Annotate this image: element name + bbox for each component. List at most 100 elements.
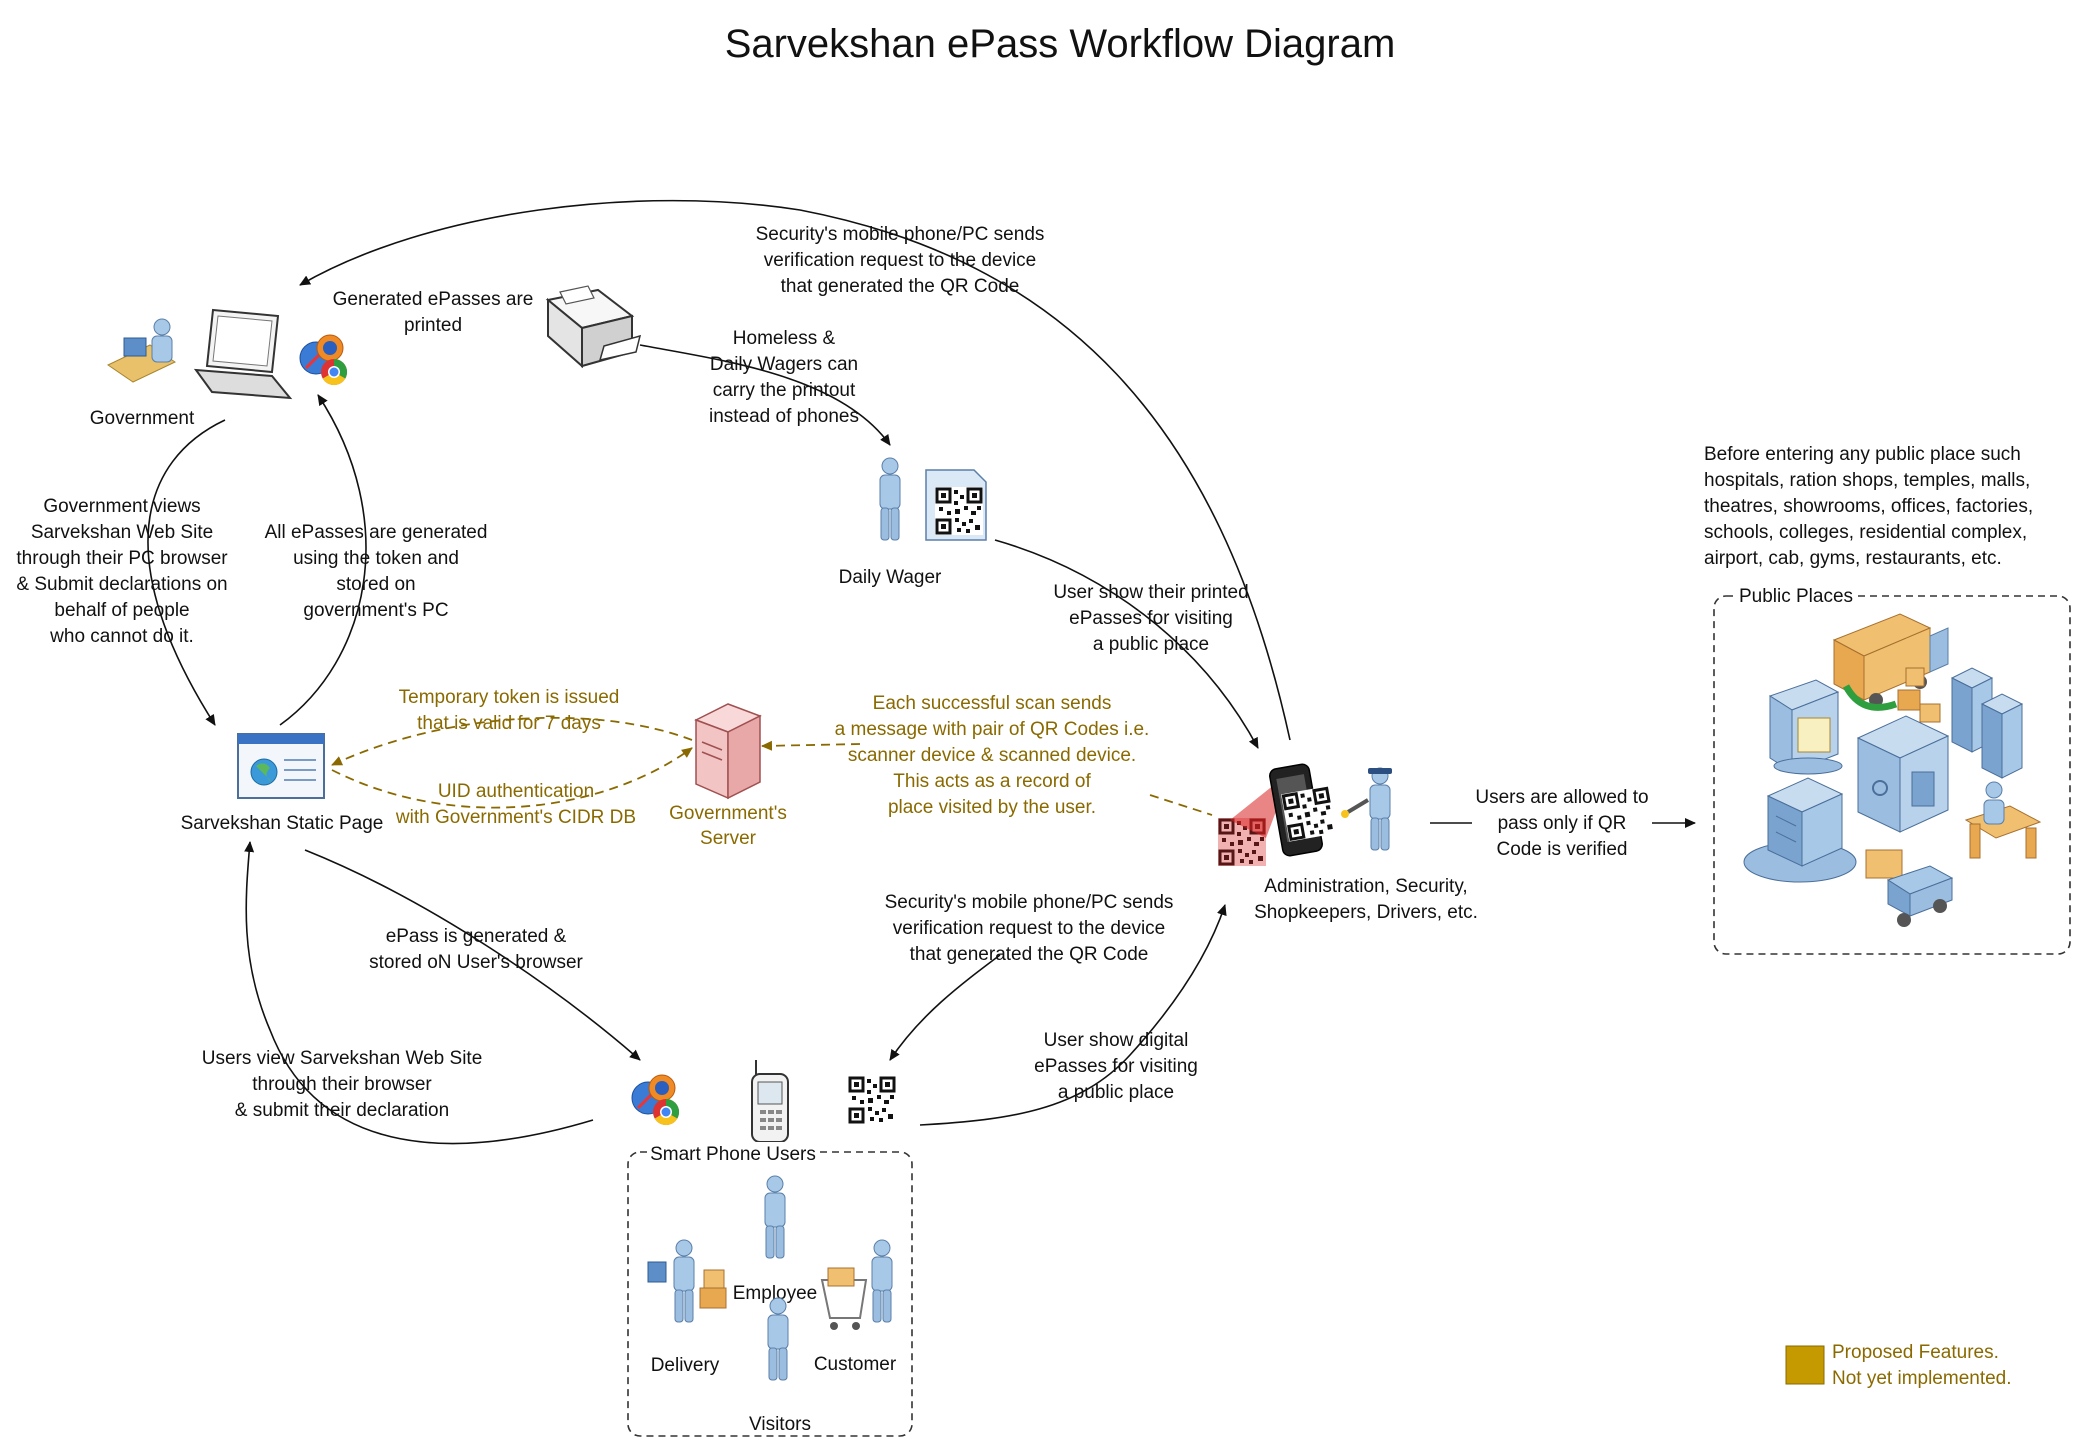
smartphone-scanner-icon [1269,763,1339,857]
svg-text:verification request to the de: verification request to the device [764,250,1037,271]
public-places-box [1713,595,2071,955]
government-label: Government [90,408,195,429]
svg-text:verification request to the de: verification request to the device [893,918,1166,939]
label-security-bottom: Security's mobile phone/PC sends verific… [885,892,1174,965]
svg-text:ePasses for visiting: ePasses for visiting [1034,1056,1198,1077]
svg-text:This acts as a record of: This acts as a record of [893,771,1091,792]
employee-label: Employee [733,1283,818,1304]
gov-server-label-2: Server [700,828,757,849]
label-security-top: Security's mobile phone/PC sends verific… [756,224,1045,297]
svg-text:instead of phones: instead of phones [709,406,859,427]
delivery-person-icon [647,1239,727,1323]
arrow-users-to-static-page [244,841,594,1145]
visitors-title-bg [740,1412,820,1434]
label-all-epasses: All ePasses are generated using the toke… [265,522,488,621]
hospital-building-icon [1743,777,1857,883]
customer-label: Customer [814,1354,897,1375]
arrow-static-page-to-users [304,849,641,1061]
security-guard-icon [1341,767,1392,851]
svg-text:Before entering any public pla: Before entering any public place such [1704,444,2021,465]
svg-text:& Submit declarations on: & Submit declarations on [16,574,227,595]
shop-building-icon [1768,679,1843,775]
printed-epass-icon [925,469,987,541]
svg-text:Temporary token is issued: Temporary token is issued [399,687,620,708]
security-label-1: Administration, Security, [1264,876,1467,897]
laptop-icon [193,308,293,400]
label-users-view: Users view Sarvekshan Web Site through t… [202,1048,483,1121]
svg-text:through their browser: through their browser [252,1074,432,1095]
svg-text:Users are allowed to: Users are allowed to [1475,787,1648,808]
arrow-printer-to-daily-wager [639,344,891,446]
label-each-scan: Each successful scan sends a message wit… [835,693,1150,818]
delivery-label: Delivery [651,1355,720,1376]
svg-text:a message with pair of QR Code: a message with pair of QR Codes i.e. [835,719,1150,740]
svg-text:that generated the QR Code: that generated the QR Code [910,944,1149,965]
delivery-truck-icon [1832,613,1949,711]
daily-wager-node: Daily Wager [839,457,987,588]
arrow-security-to-government [299,199,1291,741]
svg-text:government's PC: government's PC [303,600,448,621]
label-uid-auth: UID authentication with Government's CID… [395,781,636,828]
forklift-icon [1865,849,1954,927]
web-page-icon [237,733,325,799]
svg-text:stored on: stored on [336,574,415,595]
svg-text:Security's mobile phone/PC sen: Security's mobile phone/PC sends [756,224,1045,245]
server-icon [694,703,762,800]
svg-text:pass only if QR: pass only if QR [1498,813,1627,834]
browsers-icon [298,333,349,387]
svg-text:through their PC browser: through their PC browser [16,548,228,569]
arrow-scan-to-server [761,740,861,751]
svg-text:Security's mobile phone/PC sen: Security's mobile phone/PC sends [885,892,1174,913]
label-temp-token: Temporary token is issued that is valid … [399,687,620,734]
svg-text:carry the printout: carry the printout [713,380,856,401]
svg-text:scanner device & scanned devic: scanner device & scanned device. [848,745,1136,766]
svg-text:User show digital: User show digital [1044,1030,1189,1051]
static-page-label: Sarvekshan Static Page [181,813,384,834]
smart-phone-users-box [627,1151,913,1437]
svg-text:Each successful scan sends: Each successful scan sends [873,693,1112,714]
legend-line-1: Proposed Features. [1832,1342,1999,1363]
svg-text:Government views: Government views [43,496,200,517]
svg-text:User show their printed: User show their printed [1053,582,1248,603]
arrow-static-page-to-server-uid [331,747,693,809]
label-before-entering: Before entering any public place such ho… [1704,444,2033,569]
svg-text:All ePasses are generated: All ePasses are generated [265,522,488,543]
svg-text:Generated ePasses are: Generated ePasses are [333,289,534,310]
arrow-wager-to-security [994,539,1259,749]
smart-phone-users-node: Smart Phone Users Employee Delivery Cust… [627,1060,913,1437]
bank-building-icon [1856,715,1950,833]
boxes-icon [1897,667,1941,723]
digital-qr-icon [846,1074,898,1126]
svg-text:ePasses for visiting: ePasses for visiting [1069,608,1233,629]
label-user-printed: User show their printed ePasses for visi… [1053,582,1248,655]
svg-text:Daily Wagers can: Daily Wagers can [710,354,858,375]
svg-text:with Government's CIDR DB: with Government's CIDR DB [395,807,636,828]
svg-text:printed: printed [404,315,462,336]
svg-text:ePass is generated &: ePass is generated & [386,926,567,947]
svg-text:a public place: a public place [1093,634,1209,655]
security-label-2: Shopkeepers, Drivers, etc. [1254,902,1478,923]
scan-record-line [1149,794,1213,816]
legend-line-2: Not yet implemented. [1832,1368,2012,1389]
svg-text:Homeless &: Homeless & [733,328,836,349]
svg-text:place visited by the user.: place visited by the user. [888,797,1096,818]
svg-text:hospitals, ration shops, templ: hospitals, ration shops, temples, malls, [1704,470,2030,491]
smart-phone-users-label: Smart Phone Users [650,1144,816,1165]
svg-text:that generated the QR Code: that generated the QR Code [781,276,1020,297]
printer-icon [545,285,642,369]
arrow-government-to-static-page [147,419,226,726]
daily-wager-person-icon [879,457,901,541]
public-places-title-bg [1736,586,1856,608]
label-epass-generated: ePass is generated & stored oN User's br… [369,926,583,973]
legend: Proposed Features. Not yet implemented. [1785,1342,2012,1389]
smart-phone-users-title-bg [648,1142,818,1164]
diagram-title: Sarvekshan ePass Workflow Diagram [725,22,1396,66]
visitors-label: Visitors [749,1414,811,1435]
arrow-users-to-security [919,904,1227,1126]
svg-text:airport, cab, gyms, restaurant: airport, cab, gyms, restaurants, etc. [1704,548,2002,569]
svg-text:Code is verified: Code is verified [1497,839,1628,860]
label-allowed: Users are allowed to pass only if QR Cod… [1475,787,1648,860]
svg-text:using the token and: using the token and [293,548,459,569]
employee-person-icon [764,1175,786,1259]
